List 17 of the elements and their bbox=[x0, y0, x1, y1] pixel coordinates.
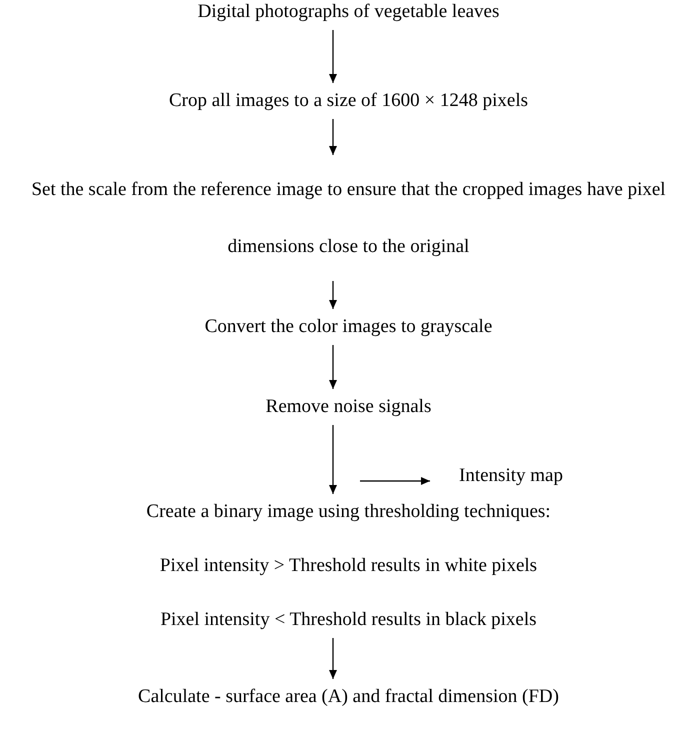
step-text: Convert the color images to grayscale bbox=[204, 315, 492, 339]
step-text: Pixel intensity < Threshold results in black pixels bbox=[160, 608, 537, 632]
arrow bbox=[329, 345, 337, 389]
step-text: Calculate - surface area (A) and fractal dimension (FD) bbox=[138, 685, 559, 709]
step-text: Digital photographs of vegetable leaves bbox=[198, 0, 500, 24]
arrow bbox=[329, 638, 337, 679]
step-text: Pixel intensity > Threshold results in white pixels bbox=[160, 554, 538, 578]
step-text: Remove noise signals bbox=[266, 395, 432, 419]
arrow bbox=[329, 30, 337, 83]
step-text: Crop all images to a size of 1600 × 1248 pixels bbox=[169, 89, 528, 113]
arrow bbox=[329, 425, 337, 494]
arrow bbox=[329, 281, 337, 309]
arrow bbox=[329, 119, 337, 155]
step-text: Intensity map bbox=[459, 464, 563, 488]
step-text: Set the scale from the reference image to ensure that the cropped images have pixel dimensions close to the original bbox=[30, 178, 667, 259]
arrow bbox=[360, 477, 430, 485]
step-text: Create a binary image using thresholding techniques: bbox=[146, 500, 551, 524]
